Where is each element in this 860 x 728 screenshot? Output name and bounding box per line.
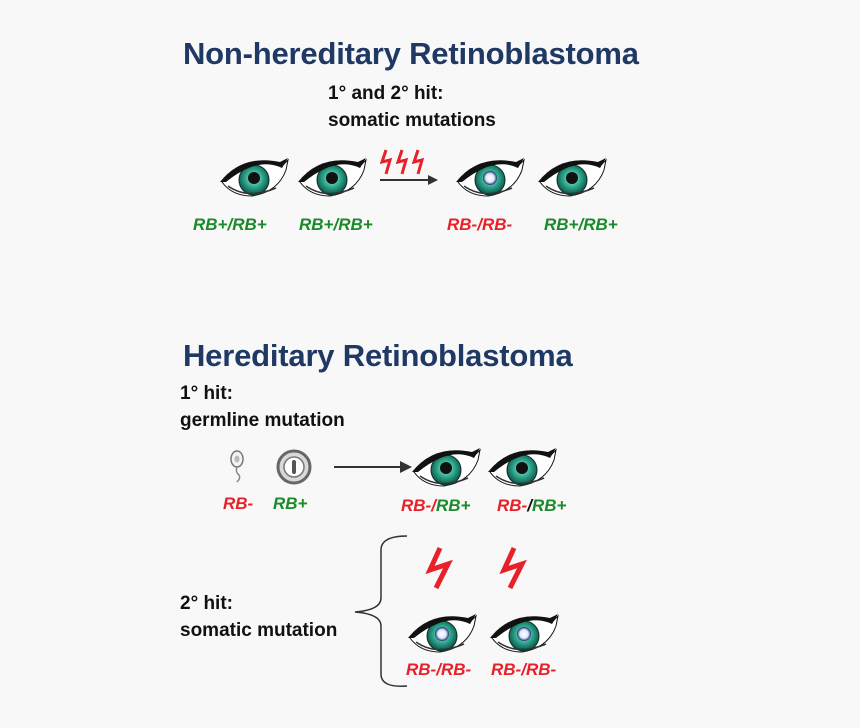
genotype-label: RB+/RB+ [193, 215, 267, 234]
section2-hit1-note: 1° hit: germline mutation [180, 380, 345, 434]
tumor-genotype-label: RB-/RB- [491, 660, 557, 679]
eye-icon [536, 152, 608, 204]
section1-hit-note: 1° and 2° hit: somatic mutations [328, 80, 496, 134]
eye-tumor-icon [488, 608, 560, 660]
gamete-label: RB+ [273, 494, 308, 513]
section2-hit2-note: 2° hit: somatic mutation [180, 590, 337, 644]
eye-icon [410, 442, 482, 494]
offspring-genotype-label: RB-/RB+ [401, 496, 470, 516]
eye-icon [486, 442, 558, 494]
tumor-genotype-label: RB-/RB- [406, 660, 472, 679]
genotype-label: RB+/RB+ [544, 215, 618, 234]
sperm-icon [230, 450, 244, 483]
lightning-bolt-icon [425, 546, 453, 590]
section2-hit1-line2: germline mutation [180, 410, 345, 431]
lightning-bolt-icon [380, 149, 425, 175]
section1-title: Non-hereditary Retinoblastoma [183, 36, 639, 71]
lightning-bolt-icon [499, 546, 527, 590]
eye-tumor-icon [406, 608, 478, 660]
genotype-label: RB-/RB- [447, 215, 513, 234]
arrow-icon [380, 175, 438, 185]
allele-mutant: RB- [497, 496, 528, 515]
eye-icon [218, 152, 290, 204]
section2-hit2-line1: 2° hit: [180, 593, 233, 614]
section1-hit-line2: somatic mutations [328, 110, 496, 131]
section2-hit2-line2: somatic mutation [180, 620, 338, 641]
brace-icon [354, 535, 408, 687]
eye-icon [296, 152, 368, 204]
eye-tumor-icon [454, 152, 526, 204]
section1-hit-line1: 1° and 2° hit: [328, 83, 444, 104]
allele-separator: / [527, 496, 532, 515]
section2-hit1-line1: 1° hit: [180, 383, 233, 404]
arrow-icon [334, 461, 412, 473]
allele-wildtype: RB+ [531, 496, 567, 515]
gamete-label: RB- [223, 494, 254, 513]
egg-icon [276, 449, 312, 485]
allele-wildtype: RB+ [435, 496, 471, 515]
offspring-genotype-label: RB-/RB+ [497, 496, 566, 516]
section2-title: Hereditary Retinoblastoma [183, 338, 573, 373]
genotype-label: RB+/RB+ [299, 215, 373, 234]
allele-mutant: RB- [401, 496, 432, 515]
allele-separator: / [431, 496, 436, 515]
